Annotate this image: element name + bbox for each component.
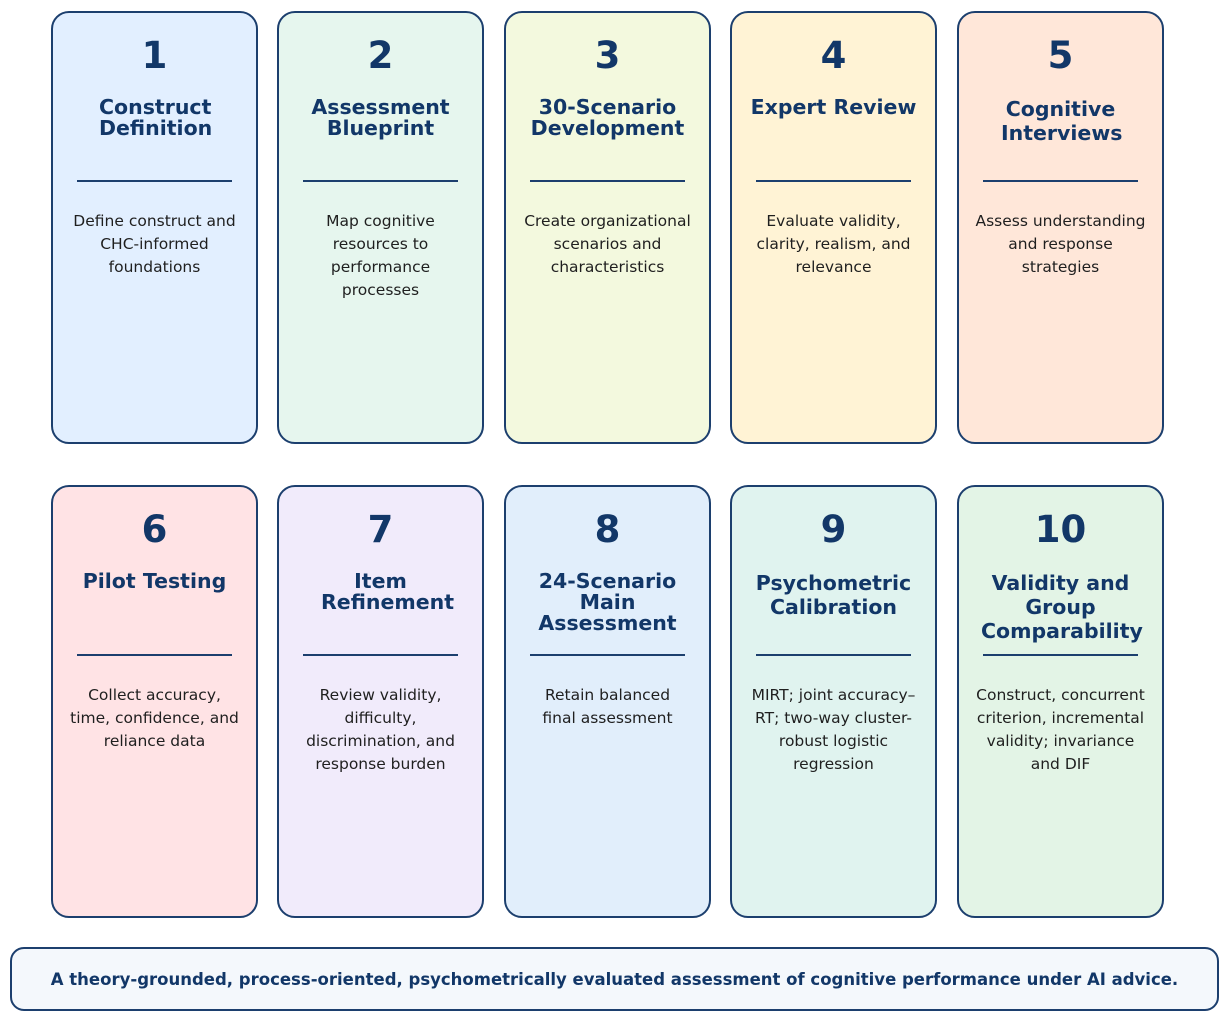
step-number: 2	[367, 34, 394, 77]
step-number: 5	[1047, 34, 1074, 77]
step-number: 6	[141, 508, 168, 551]
step-number: 3	[594, 34, 621, 77]
step-description: Evaluate validity, clarity, realism, and…	[756, 212, 911, 276]
step-card-4: 4 Expert Review Evaluate validity, clari…	[730, 11, 937, 444]
step-number: 1	[141, 34, 168, 77]
step-card-6: 6 Pilot Testing Collect accuracy, time, …	[51, 485, 258, 918]
step-number: 10	[1034, 508, 1087, 551]
step-number: 9	[820, 508, 847, 551]
divider	[77, 180, 232, 182]
step-title: Pilot Testing	[82, 569, 227, 593]
step-title: Psychometric Calibration	[755, 571, 912, 619]
step-description: Map cognitive resources to performance p…	[326, 212, 435, 299]
divider	[756, 654, 911, 656]
step-description: Collect accuracy, time, confidence, and …	[70, 686, 239, 750]
divider	[303, 180, 458, 182]
divider	[77, 654, 232, 656]
divider	[756, 180, 911, 182]
step-description: Create organizational scenarios and char…	[524, 212, 691, 276]
step-card-5: 5 Cognitive Interviews Assess understand…	[957, 11, 1164, 444]
step-number: 7	[367, 508, 394, 551]
step-title: Expert Review	[750, 95, 917, 119]
step-description: MIRT; joint accuracy–RT; two-way cluster…	[751, 686, 916, 773]
step-title: Validity and Group Comparability	[981, 571, 1143, 643]
divider	[983, 654, 1138, 656]
step-card-3: 3 30-Scenario Development Create organiz…	[504, 11, 711, 444]
step-card-1: 1 Construct Definition Define construct …	[51, 11, 258, 444]
step-description: Construct, concurrent criterion, increme…	[976, 686, 1145, 773]
step-title: 30-Scenario Development	[530, 95, 685, 140]
divider	[303, 654, 458, 656]
step-title: Construct Definition	[99, 95, 213, 140]
summary-text: A theory-grounded, process-oriented, psy…	[50, 969, 1179, 989]
step-title: Cognitive Interviews	[1001, 97, 1123, 145]
divider	[530, 654, 685, 656]
step-card-8: 8 24-Scenario Main Assessment Retain bal…	[504, 485, 711, 918]
step-number: 4	[820, 34, 847, 77]
step-title: Item Refinement	[321, 569, 455, 614]
step-title: 24-Scenario Main Assessment	[538, 569, 677, 635]
step-card-7: 7 Item Refinement Review validity, diffi…	[277, 485, 484, 918]
summary-banner: A theory-grounded, process-oriented, psy…	[10, 947, 1219, 1011]
divider	[530, 180, 685, 182]
step-description: Define construct and CHC-informed founda…	[73, 212, 236, 276]
step-number: 8	[594, 508, 621, 551]
divider	[983, 180, 1138, 182]
step-description: Review validity, difficulty, discriminat…	[306, 686, 455, 773]
step-description: Assess understanding and response strate…	[975, 212, 1146, 276]
step-description: Retain balanced final assessment	[542, 686, 673, 727]
step-title: Assessment Blueprint	[311, 95, 450, 140]
step-card-10: 10 Validity and Group Comparability Cons…	[957, 485, 1164, 918]
step-card-9: 9 Psychometric Calibration MIRT; joint a…	[730, 485, 937, 918]
step-card-2: 2 Assessment Blueprint Map cognitive res…	[277, 11, 484, 444]
